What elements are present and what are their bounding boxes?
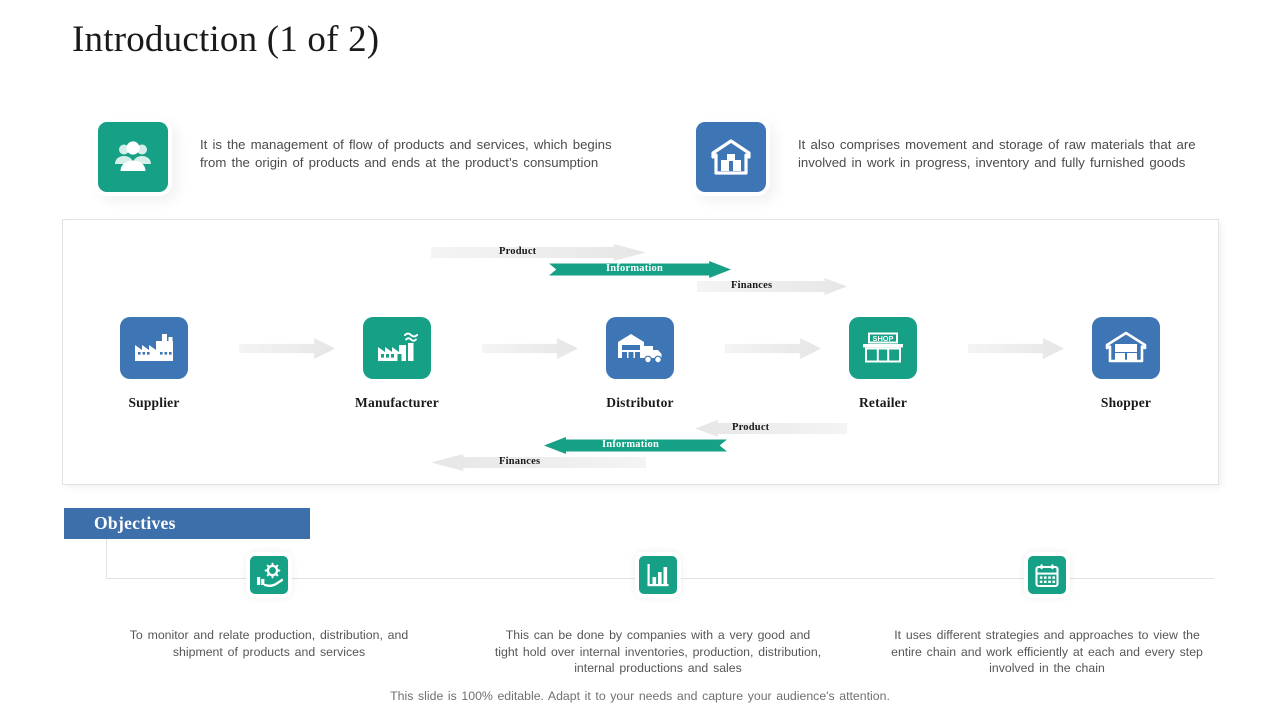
objective-text-2: This can be done by companies with a ver…	[494, 628, 822, 675]
warehouse-icon	[1092, 317, 1160, 379]
flow-bottom-finances	[431, 454, 646, 471]
footer-note: This slide is 100% editable. Adapt it to…	[390, 689, 890, 703]
intro-item-1: It is the management of flow of products…	[94, 118, 614, 196]
flow-top-information-label: Information	[606, 263, 664, 274]
chain-node-supplier[interactable]: Supplier	[95, 317, 213, 411]
objectives-heading-label: Objectives	[94, 513, 176, 533]
warehouse-truck-icon	[606, 317, 674, 379]
chain-connector-3	[725, 337, 821, 360]
calendar-icon	[1024, 552, 1070, 598]
chain-connector-2	[482, 337, 578, 360]
flow-bottom-information-label: Information	[602, 439, 660, 450]
chain-connector-4	[968, 337, 1064, 360]
intro-row: It is the management of flow of products…	[0, 118, 1280, 214]
chain-connector-1	[239, 337, 335, 360]
objective-text-1: To monitor and relate production, distri…	[129, 628, 409, 659]
flow-top-product	[431, 244, 646, 261]
chain-node-retailer-label: Retailer	[858, 395, 908, 410]
svg-text:SHOP: SHOP	[873, 334, 894, 343]
chain-node-distributor[interactable]: Distributor	[581, 317, 699, 411]
flow-bottom-product	[695, 420, 847, 437]
arrow-left-teal-icon	[544, 437, 727, 454]
arrow-right-gray-icon	[697, 278, 847, 295]
arrow-right-teal-icon	[549, 261, 731, 278]
chain-node-distributor-label: Distributor	[606, 395, 674, 410]
flow-bottom-information	[544, 437, 727, 454]
chain-node-shopper[interactable]: Shopper	[1067, 317, 1185, 411]
objective-item-2: This can be done by companies with a ver…	[493, 552, 823, 677]
shop-storefront-icon: SHOP	[849, 317, 917, 379]
flow-top-finances-label: Finances	[731, 280, 773, 291]
page-title: Introduction (1 of 2)	[72, 19, 380, 60]
factory-smoke-icon	[363, 317, 431, 379]
arrow-left-gray-icon	[695, 420, 847, 437]
arrow-right-gray-icon	[725, 337, 821, 360]
chain-node-supplier-label: Supplier	[128, 395, 180, 410]
factory-icon	[120, 317, 188, 379]
flow-top-information	[549, 261, 731, 278]
flow-bottom-finances-label: Finances	[499, 456, 541, 467]
hand-gear-icon	[246, 552, 292, 598]
intro-text-2: It also comprises movement and storage o…	[798, 137, 1196, 170]
objectives-vertical-connector	[106, 539, 107, 579]
flow-bottom-product-label: Product	[732, 422, 770, 433]
arrow-left-gray-icon	[431, 454, 646, 471]
arrow-right-gray-icon	[482, 337, 578, 360]
chain-node-manufacturer-label: Manufacturer	[355, 395, 439, 410]
chain-node-shopper-label: Shopper	[1100, 395, 1152, 410]
warehouse-icon	[692, 118, 770, 196]
arrow-right-gray-icon	[968, 337, 1064, 360]
objective-item-1: To monitor and relate production, distri…	[104, 552, 434, 660]
objective-item-3: It uses different strategies and approac…	[882, 552, 1212, 677]
arrow-right-gray-icon	[431, 244, 646, 261]
chain-node-retailer[interactable]: SHOP Retailer	[824, 317, 942, 411]
intro-item-2: It also comprises movement and storage o…	[692, 118, 1222, 196]
bar-chart-icon	[635, 552, 681, 598]
arrow-right-gray-icon	[239, 337, 335, 360]
objectives-header: Objectives	[64, 508, 310, 539]
intro-text-1: It is the management of flow of products…	[200, 137, 612, 170]
people-group-icon	[94, 118, 172, 196]
flow-top-product-label: Product	[499, 246, 537, 257]
supply-chain-panel: Product Information Finances Supplier	[62, 219, 1219, 485]
objective-text-3: It uses different strategies and approac…	[891, 628, 1203, 675]
chain-node-manufacturer[interactable]: Manufacturer	[338, 317, 456, 411]
flow-top-finances	[697, 278, 847, 295]
